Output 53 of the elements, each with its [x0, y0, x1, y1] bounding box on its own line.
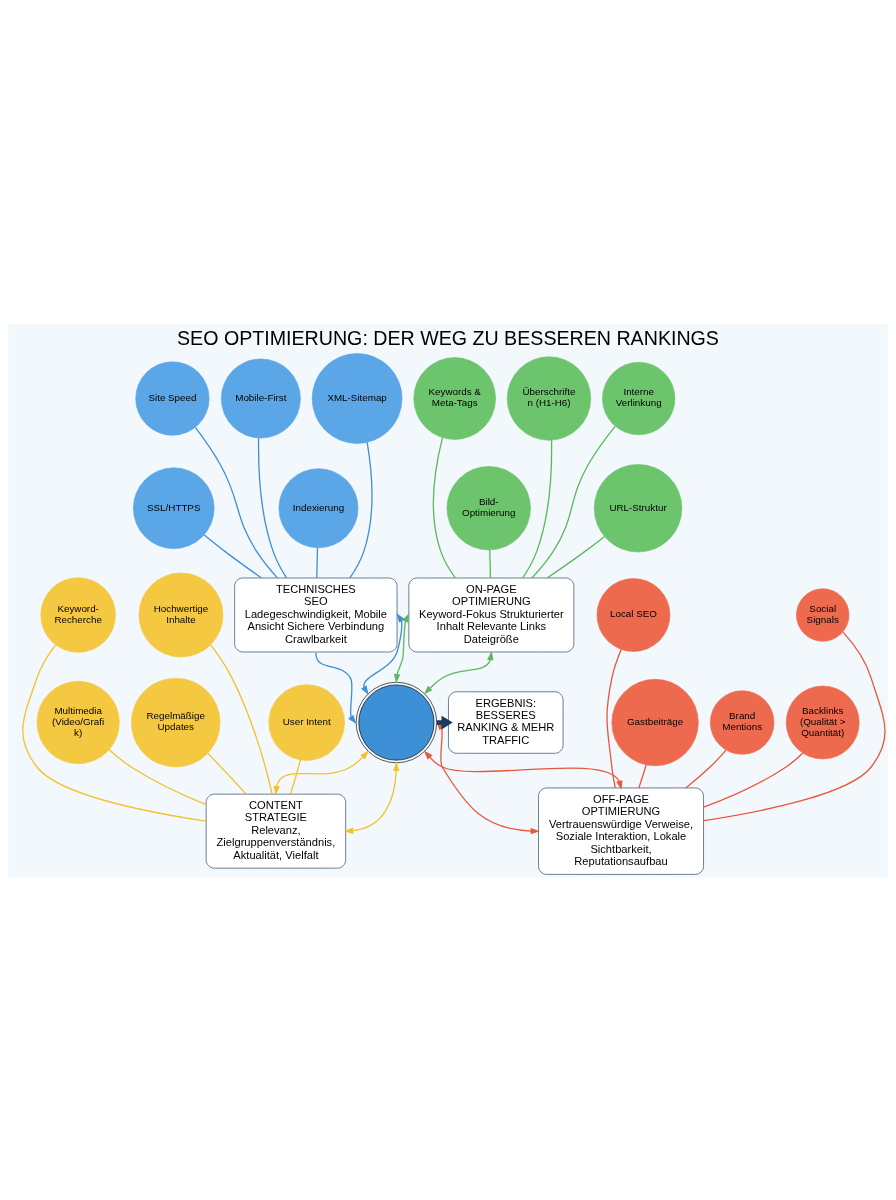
node-circle: Interne Verlinkung	[602, 361, 676, 435]
connector	[703, 631, 886, 821]
node-circle: SSL/HTTPS	[133, 467, 215, 549]
connector	[194, 426, 278, 579]
arrow	[393, 612, 409, 683]
node-box: TECHNISCHES SEO Ladegeschwindigkeit, Mobile Ansicht Sichere Verbindung Crawlbarkeit	[234, 577, 398, 652]
connector	[203, 533, 263, 579]
node-circle: XML-Sitemap	[311, 352, 403, 444]
connector	[210, 644, 273, 795]
node-circle: Brand Mentions	[710, 689, 775, 755]
connector	[703, 752, 804, 808]
connector	[349, 441, 373, 578]
arrow	[423, 650, 494, 694]
node-circle: Social Signals	[796, 587, 850, 642]
connector	[22, 643, 207, 822]
node-circle: Regelmäßige Updates	[131, 677, 221, 767]
node-circle: User Intent	[268, 683, 345, 761]
connector	[638, 763, 647, 789]
arrow	[315, 651, 357, 724]
node-box: CONTENT STRATEGIE Relevanz, Zielgruppenverständnis, Aktualität, Vielfalt	[205, 793, 346, 868]
node-circle: Gastbeiträge	[611, 678, 699, 766]
node-circle: Keyword-Recherche	[40, 576, 116, 653]
node-circle: Backlinks (Qualität > Quantität)	[785, 685, 860, 759]
node-circle: URL-Struktur	[593, 463, 683, 552]
node-circle: Multimedia (Video/Grafik)	[36, 680, 120, 764]
node-circle: Site Speed	[135, 360, 210, 436]
connector	[546, 535, 606, 579]
node-circle: Überschriften (H1-H6)	[506, 355, 592, 441]
connector	[606, 648, 622, 789]
arrow	[361, 612, 405, 695]
node-circle: Mobile-First	[220, 358, 301, 438]
connector	[257, 437, 288, 579]
connector	[316, 546, 319, 579]
node-box: ON-PAGE OPTIMIERUNG Keyword-Fokus Strukturierter Inhalt Relevante Links Dateigröße	[408, 577, 575, 652]
node-box: ERGEBNIS: BESSERES RANKING & MEHR TRAFFIC	[448, 690, 564, 754]
connector	[289, 758, 302, 795]
node-circle: Hochwertige Inhalte	[138, 572, 224, 657]
connector	[207, 752, 247, 795]
arrow	[423, 750, 623, 790]
connector	[531, 425, 616, 579]
connector	[108, 748, 207, 805]
connector	[489, 548, 492, 578]
node-circle: Bild-Optimierung	[446, 465, 531, 550]
diagram-title: SEO OPTIMIERUNG: DER WEG ZU BESSEREN RANKINGS	[177, 326, 719, 349]
arrow	[344, 761, 400, 834]
connector	[522, 439, 553, 579]
connector	[685, 749, 727, 789]
arrow	[273, 750, 369, 795]
node-circle: Indexierung	[278, 467, 359, 548]
node-circle: Keywords & Meta-Tags	[413, 356, 496, 440]
node-circle: Local SEO	[596, 577, 671, 652]
connector	[432, 436, 456, 579]
node-box: OFF-PAGE OPTIMIERUNG Vertrauenswürdige Verweise, Soziale Interaktion, Lokale Sichtbarkeit, Reputationsaufbau	[538, 787, 704, 875]
